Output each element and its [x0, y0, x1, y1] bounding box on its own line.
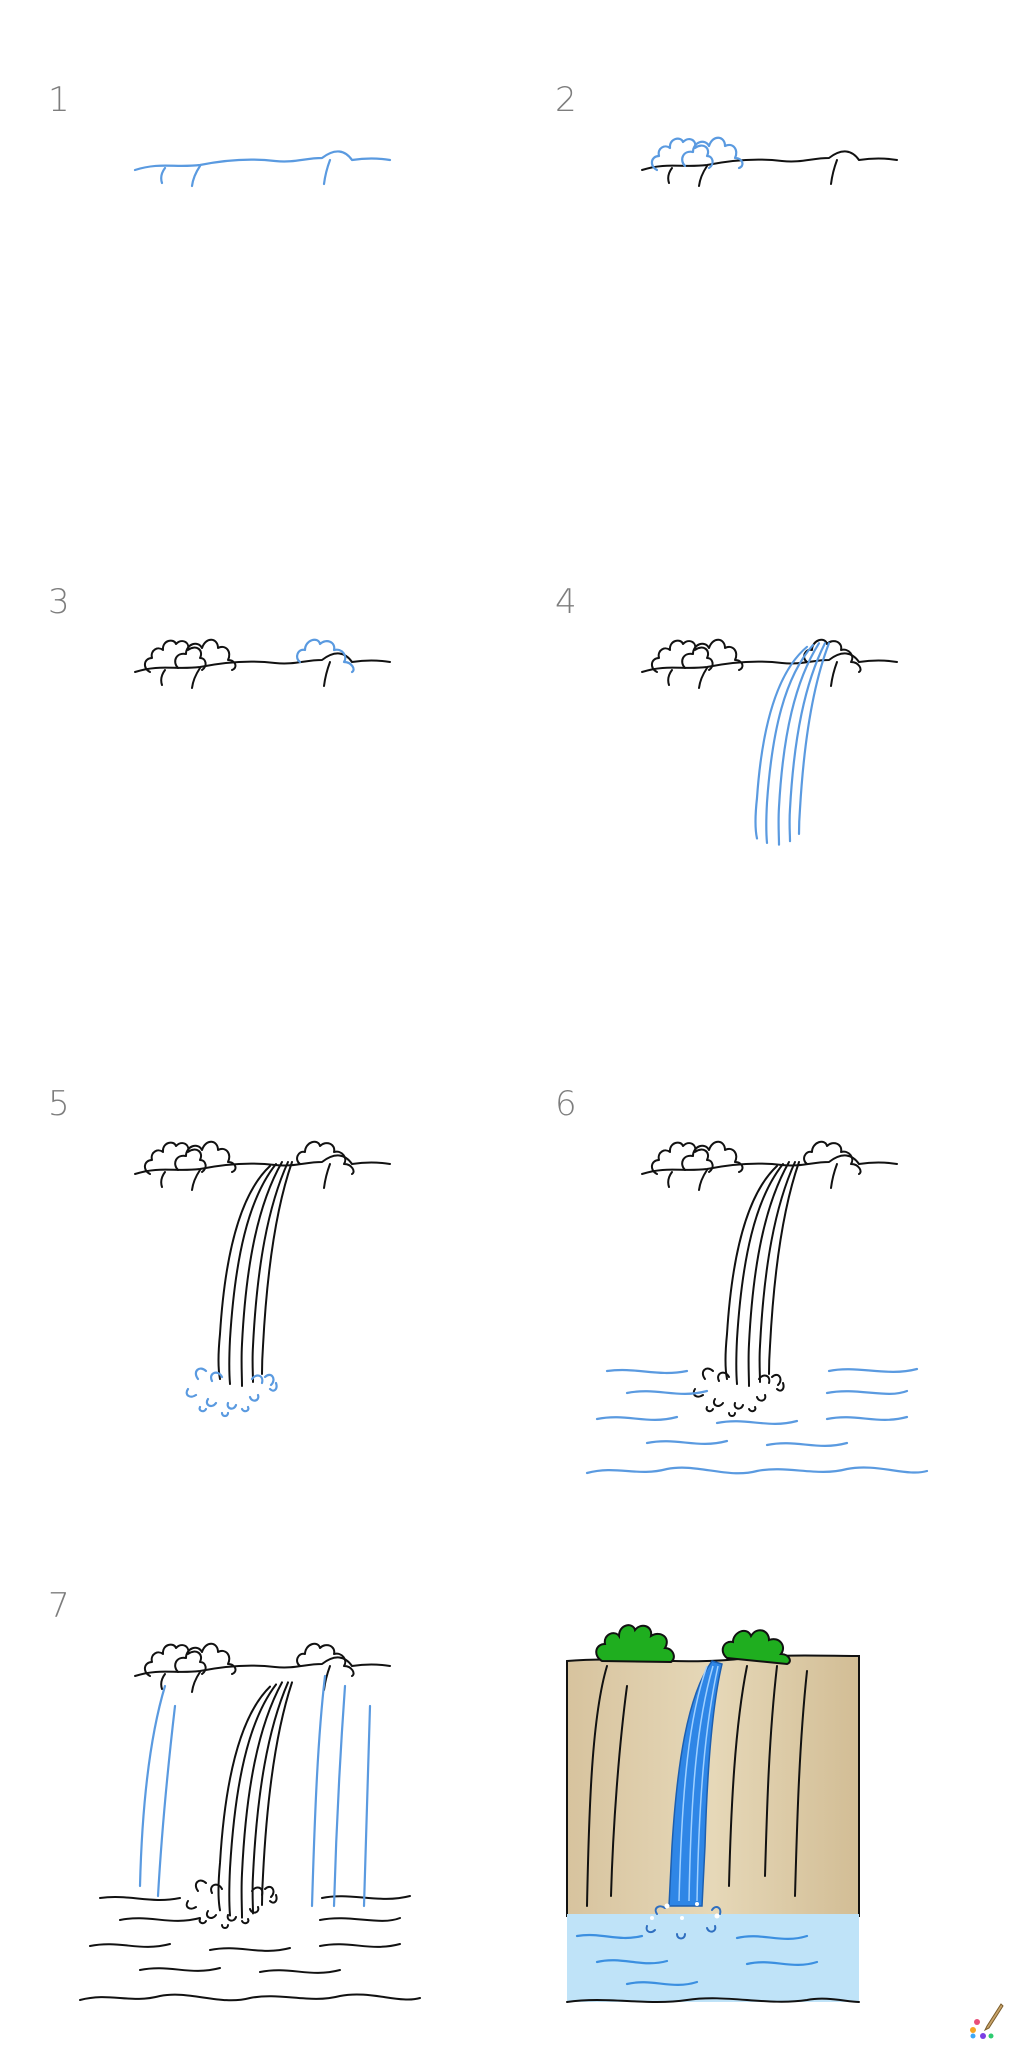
step-panel-7: 7 [0, 1506, 507, 2008]
step-panel-2: 2 [507, 0, 1014, 502]
step-panel-5: 5 [0, 1004, 507, 1506]
step-number: 4 [555, 582, 577, 622]
cliffs-drawing [79, 1642, 421, 2002]
step-panel-3: 3 [0, 502, 507, 1004]
step-panel-6: 6 [507, 1004, 1014, 1506]
water-drawing [585, 1140, 929, 1475]
step-panel-1: 1 [0, 0, 507, 502]
step-panel-4: 4 [507, 502, 1014, 1004]
step-number: 5 [48, 1084, 70, 1124]
splash-drawing [134, 1140, 391, 1418]
palette-brush-logo-icon [970, 2003, 1004, 2039]
step-number: 2 [555, 80, 577, 120]
bush-left-drawing [641, 136, 898, 187]
step-number: 7 [48, 1586, 70, 1626]
bush-right-drawing [134, 638, 391, 689]
waterfall-drawing [641, 638, 898, 846]
final-colored-drawing [566, 1624, 860, 2003]
step-number: 1 [48, 80, 70, 120]
step-panel-final [507, 1506, 1014, 2008]
step-number: 3 [48, 582, 70, 622]
ground-line-drawing [133, 150, 392, 188]
step-number: 6 [555, 1084, 577, 1124]
